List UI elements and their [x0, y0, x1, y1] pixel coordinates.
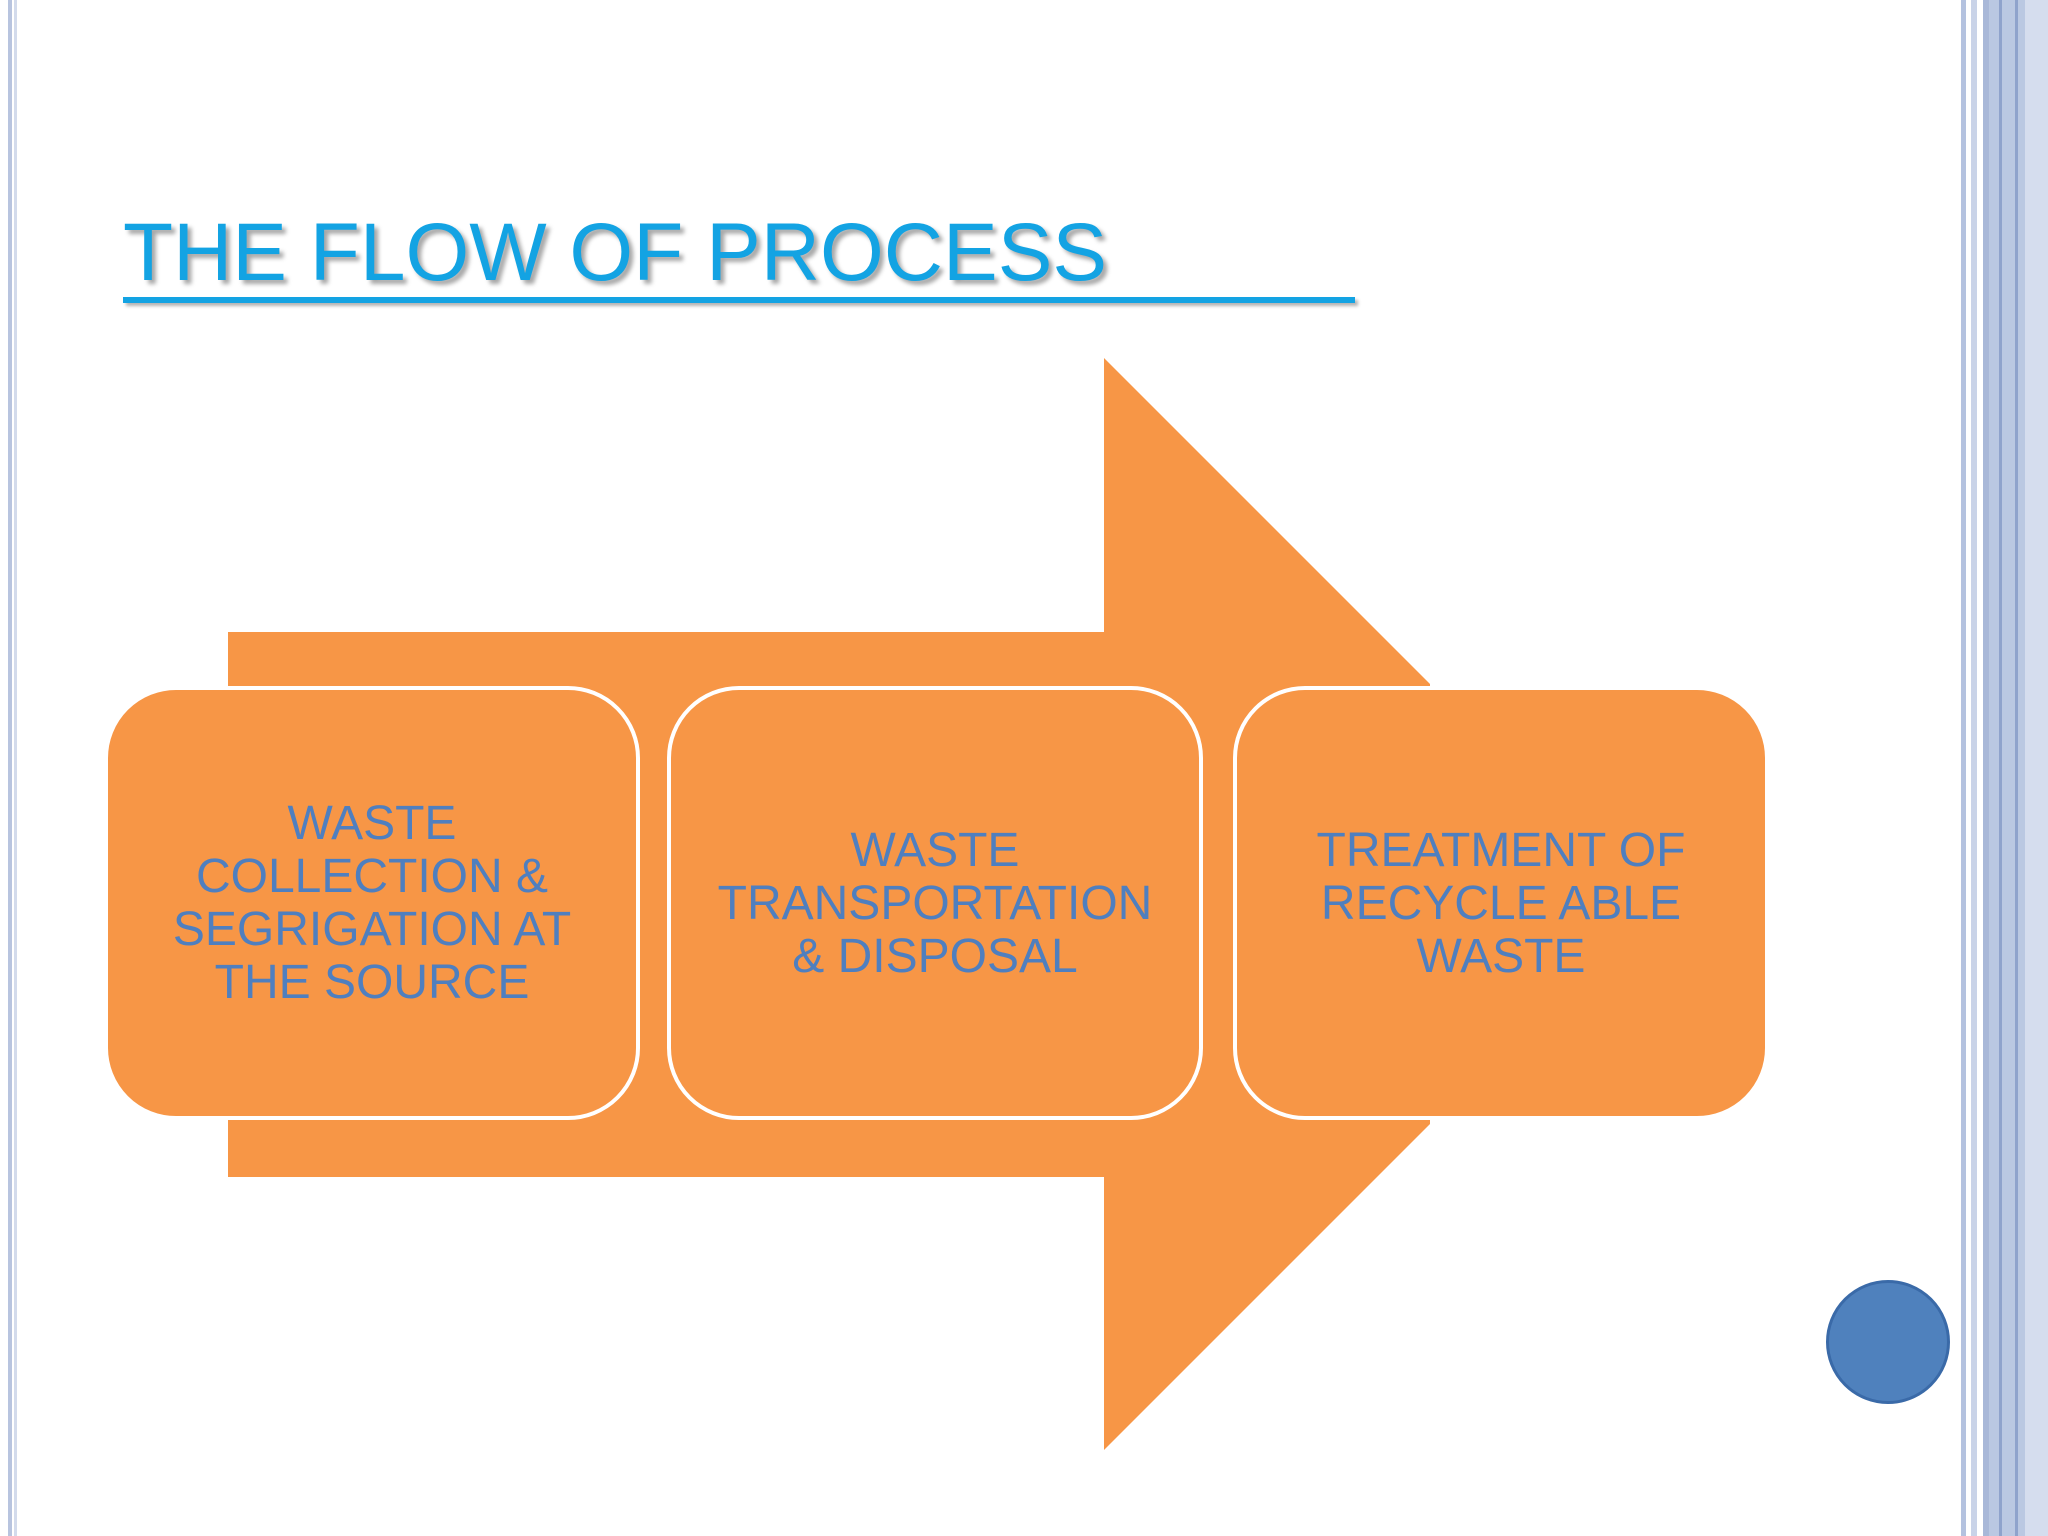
- step-box-collection: WASTE COLLECTION & SEGRIGATION AT THE SO…: [104, 686, 640, 1120]
- left-border-decoration: [0, 0, 26, 1536]
- title-underline: [123, 297, 1355, 303]
- decorative-circle: [1826, 1280, 1950, 1404]
- right-border-stripe: [1983, 0, 1989, 1536]
- step-box-treatment: TREATMENT OF RECYCLE ABLE WASTE: [1233, 686, 1769, 1120]
- right-border-stripe: [1961, 0, 1966, 1536]
- step-box-transportation: WASTE TRANSPORTATION & DISPOSAL: [667, 686, 1203, 1120]
- slide-title: THE FLOW OF PROCESS: [123, 207, 1108, 298]
- right-border-stripe: [1999, 0, 2002, 1536]
- step-label: TREATMENT OF RECYCLE ABLE WASTE: [1316, 823, 1686, 983]
- step-label: WASTE COLLECTION & SEGRIGATION AT THE SO…: [172, 797, 572, 1009]
- right-border-decoration: [1955, 0, 2048, 1536]
- left-border-stripe: [8, 0, 12, 1536]
- right-border-stripe: [2025, 0, 2048, 1536]
- right-border-stripe: [2015, 0, 2018, 1536]
- right-border-stripe: [1971, 0, 1977, 1536]
- left-border-stripe: [14, 0, 17, 1536]
- step-label: WASTE TRANSPORTATION & DISPOSAL: [717, 823, 1153, 983]
